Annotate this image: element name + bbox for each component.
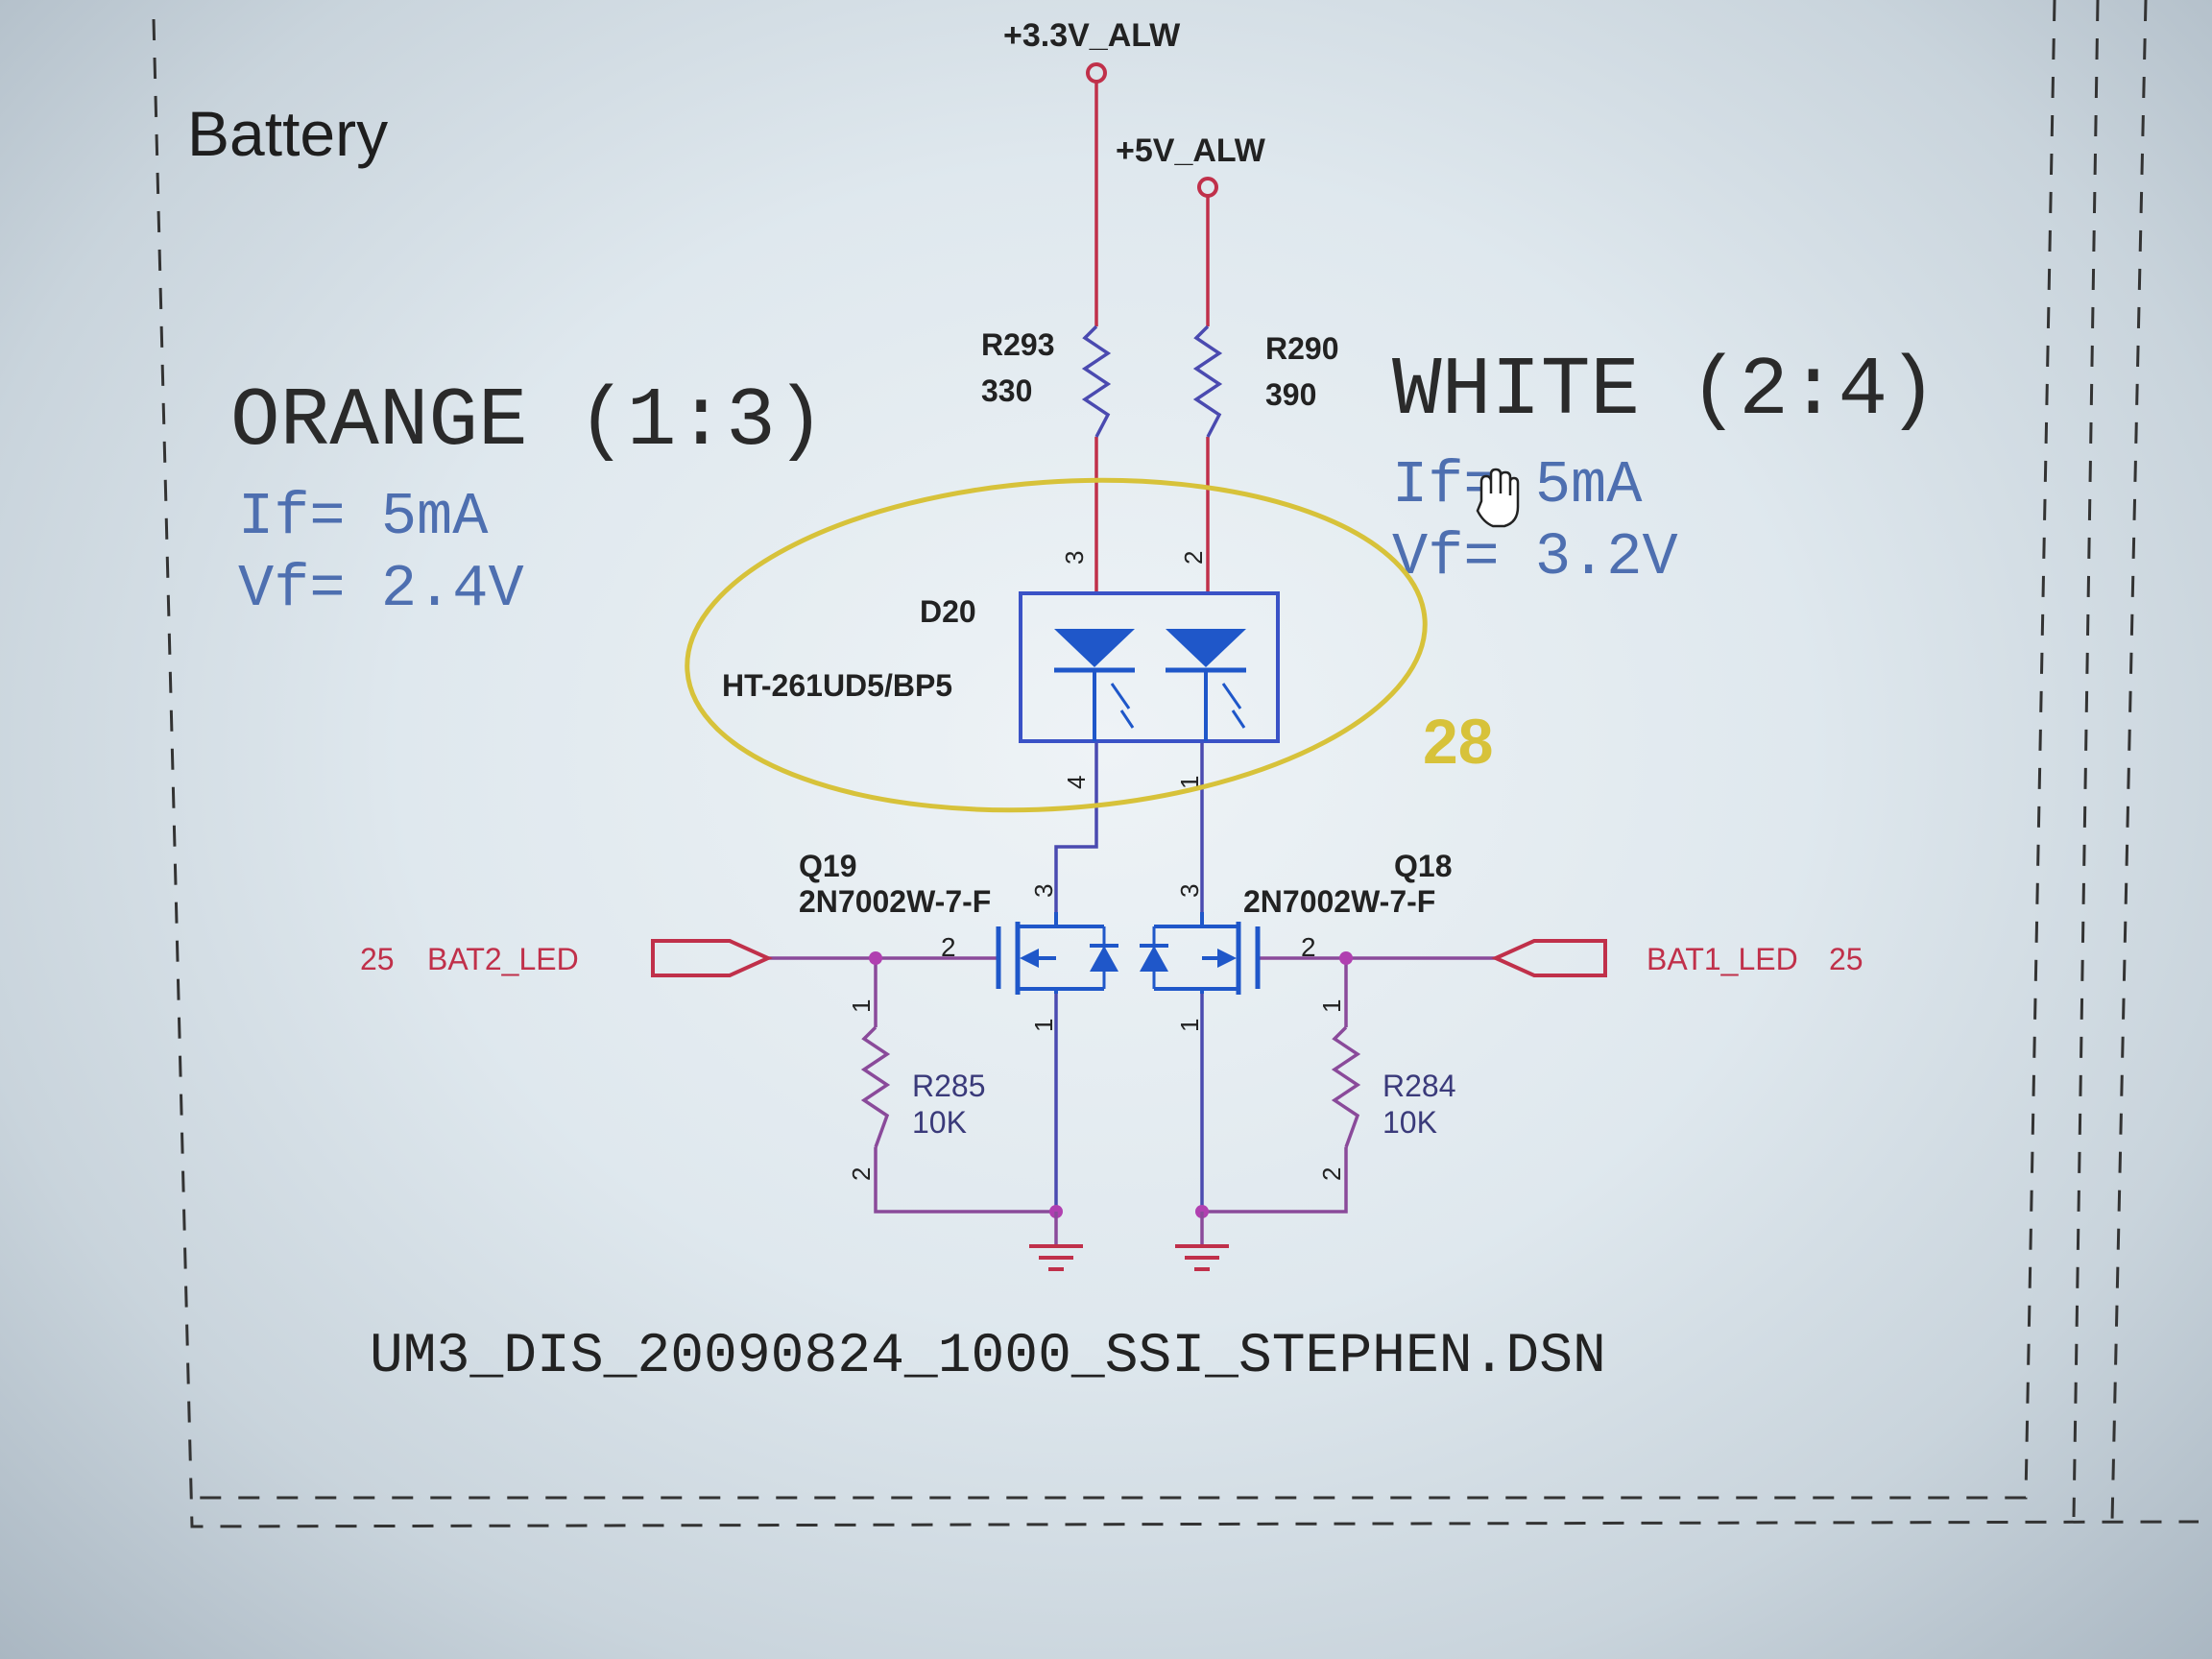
design-filename: UM3_DIS_20090824_1000_SSI_STEPHEN.DSN bbox=[370, 1326, 1606, 1388]
led-pin-3: 3 bbox=[1060, 551, 1089, 565]
page-frame bbox=[152, 0, 2200, 1528]
r284-value: 10K bbox=[1382, 1105, 1437, 1140]
q18-source-pin: 1 bbox=[1175, 1019, 1204, 1032]
r284-pin-top: 1 bbox=[1317, 999, 1346, 1013]
q18-drain-pin: 3 bbox=[1175, 884, 1204, 898]
q19-source-pin: 1 bbox=[1029, 1019, 1058, 1032]
led-d20-diode-left bbox=[1054, 629, 1135, 741]
q19-part: 2N7002W-7-F bbox=[799, 884, 991, 919]
led-d20-part: HT-261UD5/BP5 bbox=[722, 668, 952, 703]
led-d20-diode-right bbox=[1166, 629, 1246, 741]
resistor-r293 bbox=[1081, 325, 1112, 438]
rail-5v-label: +5V_ALW bbox=[1116, 132, 1266, 169]
resistor-r284 bbox=[1331, 1025, 1361, 1148]
bat2-page-ref: 25 bbox=[360, 942, 395, 976]
rail-5v-terminal bbox=[1197, 177, 1218, 198]
r284-pin-bottom: 2 bbox=[1317, 1167, 1346, 1181]
bat2-net-label: BAT2_LED bbox=[427, 942, 579, 976]
hand-cursor-icon bbox=[1476, 468, 1520, 528]
ground-symbol-left bbox=[1029, 1212, 1083, 1271]
r290-value: 390 bbox=[1265, 377, 1316, 412]
r293-value: 330 bbox=[981, 373, 1032, 408]
offpage-connector-bat1 bbox=[1491, 939, 1607, 977]
section-title: Battery bbox=[187, 98, 388, 169]
led-pin-2: 2 bbox=[1179, 551, 1208, 565]
mosfet-q18 bbox=[1140, 912, 1261, 995]
r285-ref: R285 bbox=[912, 1069, 986, 1103]
q19-gate-pin: 2 bbox=[941, 932, 956, 962]
led-d20-ref: D20 bbox=[920, 594, 976, 629]
q18-ref: Q18 bbox=[1394, 849, 1452, 883]
offpage-connector-bat2 bbox=[651, 939, 773, 977]
highlight-ellipse bbox=[685, 477, 1428, 813]
right-color-label: WHITE (2:4) bbox=[1392, 344, 1937, 438]
led-d20-body bbox=[1019, 591, 1280, 743]
bat1-net-label: BAT1_LED bbox=[1647, 942, 1798, 976]
led-pin-4: 4 bbox=[1062, 776, 1091, 789]
rail-3v3-terminal bbox=[1086, 62, 1107, 84]
q19-drain-pin: 3 bbox=[1029, 884, 1058, 898]
ground-symbol-right bbox=[1175, 1212, 1229, 1271]
mosfet-q19 bbox=[996, 912, 1118, 995]
rail-3v3-label: +3.3V_ALW bbox=[1003, 17, 1181, 54]
left-vf-label: Vf= 2.4V bbox=[238, 555, 524, 623]
q18-gate-pin: 2 bbox=[1301, 932, 1316, 962]
resistor-r285 bbox=[860, 1025, 891, 1148]
r285-value: 10K bbox=[912, 1105, 967, 1140]
q19-ref: Q19 bbox=[799, 849, 856, 883]
q18-part: 2N7002W-7-F bbox=[1243, 884, 1435, 919]
led-pin-1: 1 bbox=[1175, 776, 1204, 789]
right-vf-label: Vf= 3.2V bbox=[1392, 523, 1678, 591]
r284-ref: R284 bbox=[1382, 1069, 1456, 1103]
wires bbox=[768, 83, 1496, 1214]
r290-ref: R290 bbox=[1265, 331, 1339, 366]
left-if-label: If= 5mA bbox=[238, 483, 489, 551]
r293-ref: R293 bbox=[981, 327, 1055, 362]
r285-pin-top: 1 bbox=[847, 999, 876, 1013]
bat1-page-ref: 25 bbox=[1829, 942, 1863, 976]
annotation-number: 28 bbox=[1423, 706, 1493, 777]
resistor-r290 bbox=[1192, 325, 1223, 438]
left-color-label: ORANGE (1:3) bbox=[230, 374, 825, 469]
r285-pin-bottom: 2 bbox=[847, 1167, 876, 1181]
